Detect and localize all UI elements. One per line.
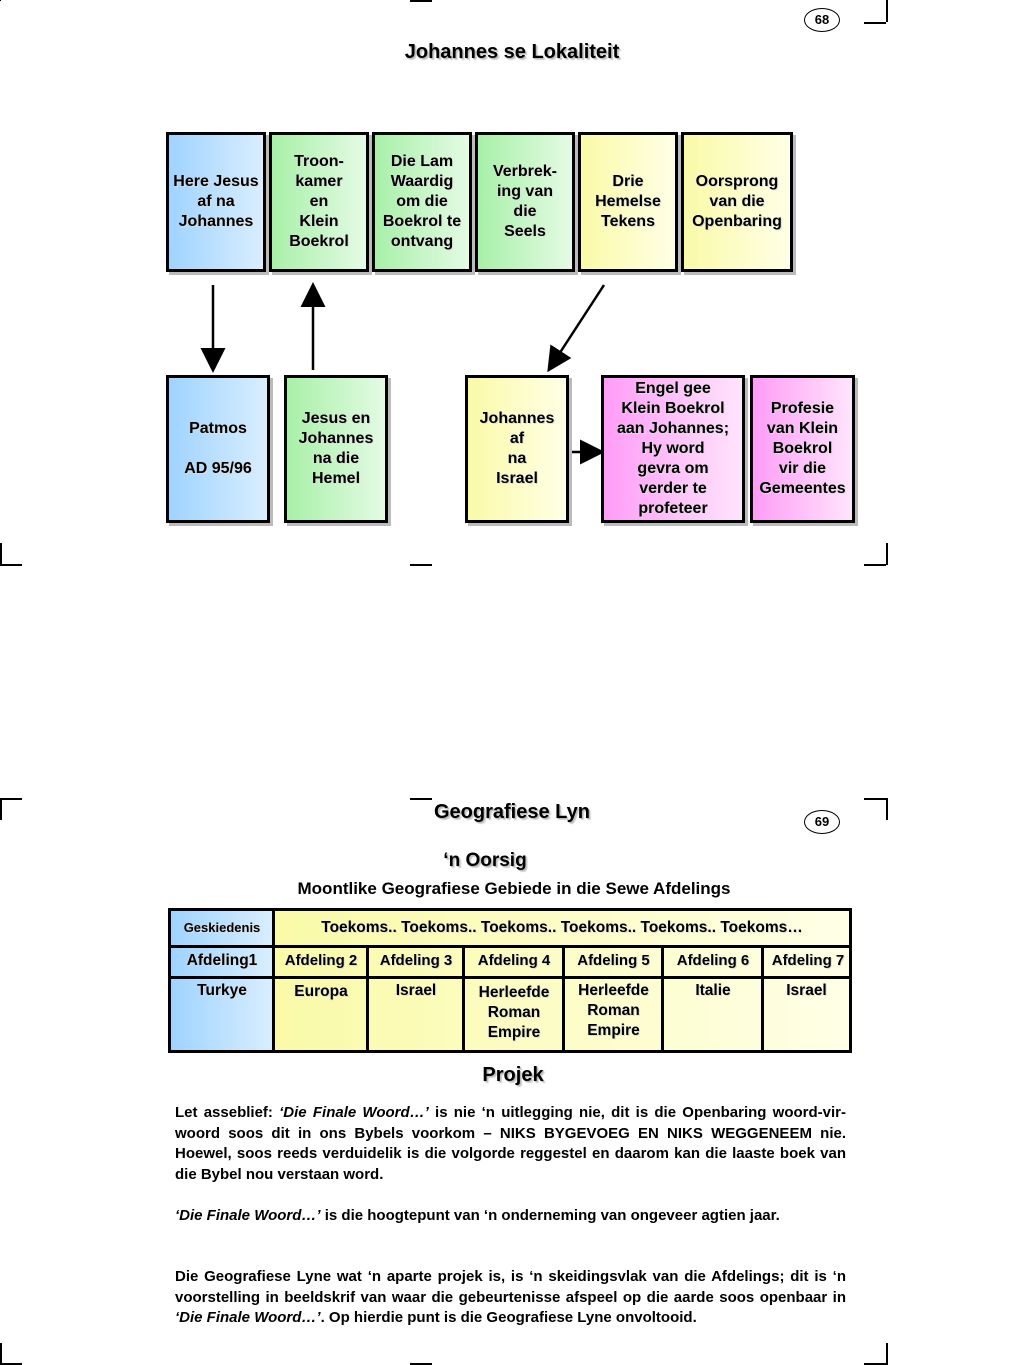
box-label: Patmos AD 95/96: [184, 420, 252, 477]
crop-mark: [0, 1363, 22, 1365]
flow-box: Drie Hemelse Tekens: [578, 132, 678, 272]
future-label: Toekoms.. Toekoms.. Toekoms.. Toekoms.. …: [321, 919, 803, 936]
box-label: Troon- kamer en Klein Boekrol: [289, 153, 349, 250]
crop-mark: [410, 798, 432, 800]
section-label: Afdeling1: [186, 952, 258, 969]
crop-mark: [0, 0, 1, 1]
place-label: Israel: [395, 982, 437, 999]
box-label: Oorsprong van die Openbaring: [692, 173, 782, 230]
page-number: 68: [804, 8, 840, 32]
section-label: Afdeling 6: [676, 952, 750, 969]
flow-box: Troon- kamer en Klein Boekrol: [269, 132, 369, 272]
paragraph: Die Geografiese Lyne wat ‘n aparte proje…: [175, 1267, 846, 1329]
crop-mark: [0, 798, 22, 800]
box-label: Drie Hemelse Tekens: [595, 173, 661, 230]
col-divider: [272, 911, 275, 1050]
col-divider: [462, 946, 465, 1050]
para-text: is nie ‘n uitlegging nie, dit is die Ope…: [175, 1104, 846, 1183]
section-heading: Projek: [482, 1064, 544, 1086]
box-label: Verbrek- ing van die Seels: [492, 163, 558, 240]
flow-box: Johannes af na Israel: [465, 375, 569, 523]
flow-box: Profesie van Klein Boekrol vir die Gemee…: [750, 375, 855, 523]
crop-mark: [0, 564, 22, 566]
crop-mark: [0, 798, 2, 820]
row-divider: [171, 976, 849, 979]
para-emphasis: ‘Die Finale Woord…’: [175, 1207, 321, 1224]
crop-mark: [886, 798, 888, 820]
place-label: Turkye: [197, 982, 247, 999]
crop-mark: [410, 564, 432, 566]
history-column: [171, 911, 273, 1050]
para-emphasis: ‘Die Finale Woord…’: [175, 1309, 321, 1326]
crop-mark: [864, 564, 886, 566]
crop-mark: [886, 1343, 888, 1365]
col-divider: [366, 946, 369, 1050]
place-label: Italie: [695, 982, 731, 999]
para-text: Die Geografiese Lyne wat ‘n aparte proje…: [175, 1268, 846, 1306]
para-text: is die hoogtepunt van ‘n onderneming van…: [320, 1207, 780, 1224]
page-title: Geografiese Lyn: [434, 801, 590, 823]
col-divider: [761, 946, 764, 1050]
table-caption: Moontlike Geografiese Gebiede in die Sew…: [297, 879, 731, 898]
place-label: Herleefde Roman Empire: [578, 982, 649, 1039]
section-label: Afdeling 7: [771, 952, 845, 969]
col-divider: [661, 946, 664, 1050]
section-label: Afdeling 4: [477, 952, 551, 969]
section-label: Afdeling 3: [379, 952, 453, 969]
history-label: Geskiedenis: [183, 920, 261, 935]
para-text: . Op hierdie punt is die Geografiese Lyn…: [320, 1309, 697, 1326]
crop-mark: [886, 0, 888, 22]
paragraph: ‘Die Finale Woord…’ is die hoogtepunt va…: [175, 1206, 846, 1227]
crop-mark: [0, 543, 2, 565]
box-label: Here Jesus af na Johannes: [173, 173, 259, 230]
page-title: Johannes se Lokaliteit: [404, 41, 620, 63]
flow-box: Verbrek- ing van die Seels: [475, 132, 575, 272]
place-label: Israel: [786, 982, 827, 999]
para-emphasis: ‘Die Finale Woord…’: [279, 1104, 429, 1121]
crop-mark: [864, 798, 886, 800]
flow-box: Oorsprong van die Openbaring: [681, 132, 793, 272]
paragraph: Let asseblief: ‘Die Finale Woord…’ is ni…: [175, 1103, 846, 1185]
box-label: Profesie van Klein Boekrol vir die Gemee…: [759, 400, 846, 497]
section-label: Afdeling 2: [284, 952, 358, 969]
crop-mark: [410, 0, 432, 2]
crop-mark: [886, 543, 888, 565]
section-label: Afdeling 5: [577, 952, 650, 969]
future-columns: [273, 911, 849, 1050]
crop-mark: [864, 1363, 886, 1365]
box-label: Jesus en Johannes na die Hemel: [298, 410, 374, 487]
box-label: Die Lam Waardig om die Boekrol te ontvan…: [382, 153, 462, 250]
para-text: Let asseblief:: [175, 1104, 280, 1121]
crop-mark: [0, 1343, 2, 1365]
crop-mark: [864, 22, 886, 24]
subtitle: ‘n Oorsig: [443, 850, 527, 871]
flow-box: Here Jesus af na Johannes: [166, 132, 266, 272]
col-divider: [562, 946, 565, 1050]
box-label: Engel gee Klein Boekrol aan Johannes; Hy…: [616, 380, 730, 517]
row-divider: [171, 945, 849, 948]
flow-box: Patmos AD 95/96: [166, 375, 270, 523]
geography-table: Geskiedenis Toekoms.. Toekoms.. Toekoms.…: [168, 908, 852, 1053]
flow-box: Die Lam Waardig om die Boekrol te ontvan…: [372, 132, 472, 272]
crop-mark: [410, 1363, 432, 1365]
flow-box: Engel gee Klein Boekrol aan Johannes; Hy…: [601, 375, 745, 523]
flow-arrows: [200, 282, 606, 465]
place-label: Europa: [294, 983, 348, 1000]
page-number: 69: [804, 810, 840, 834]
flow-box: Jesus en Johannes na die Hemel: [284, 375, 388, 523]
box-label: Johannes af na Israel: [479, 410, 555, 487]
place-label: Herleefde Roman Empire: [478, 984, 550, 1041]
